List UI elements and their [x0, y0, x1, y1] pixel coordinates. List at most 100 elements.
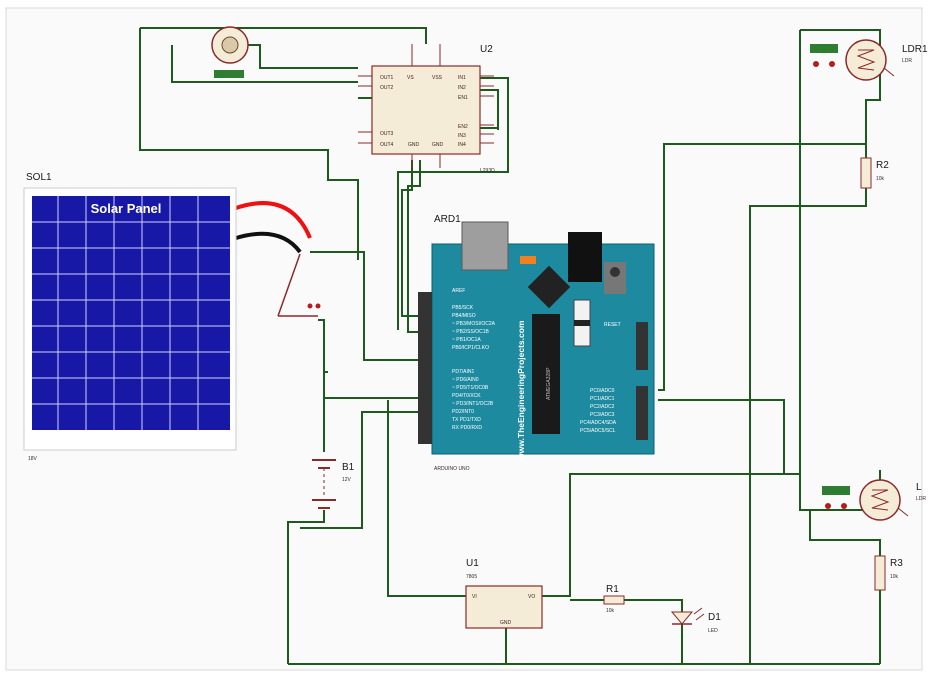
motor-driver-u2[interactable]: U2 L293D OUT1 OUT2 OUT3 OUT4 VS VSS GND … — [358, 44, 495, 174]
pin-aref: AREF — [452, 288, 465, 294]
left-header — [418, 292, 432, 444]
u2-ref: U2 — [480, 44, 493, 55]
resistor-r1[interactable]: R1 10k — [603, 584, 625, 614]
u2-pin-out2: OUT2 — [380, 85, 394, 91]
regulator-u1[interactable]: U1 7805 VI VO GND — [465, 558, 543, 629]
u2-pin-vss: VSS — [432, 75, 443, 81]
r3-ref: R3 — [890, 558, 903, 569]
regulator-pin-vo: VO — [528, 594, 535, 600]
battery-ref: B1 — [342, 462, 355, 473]
u2-pin-gnd-b: GND — [432, 142, 444, 148]
atmega-label: ATMEGA328P — [546, 367, 552, 400]
solar-grid — [32, 196, 230, 430]
solar-ref: SOL1 — [26, 172, 52, 183]
usb-connector — [461, 221, 509, 271]
pin-pb3: ~ PB3/MOSI/OC2A — [452, 321, 496, 327]
ldr2-zigzag — [870, 489, 890, 511]
led-ray-a — [693, 607, 703, 615]
ldr2-probe-dot-b — [841, 503, 847, 509]
motor-probe — [214, 70, 244, 78]
pin-pc4: PC4/ADC4/SDA — [580, 420, 617, 426]
r1-ref: R1 — [606, 584, 619, 595]
ldr2-ref: L — [916, 482, 922, 493]
ldr1-probe — [810, 44, 838, 53]
dc-motor[interactable] — [211, 26, 249, 78]
pin-pb2: ~ PB2/SS/OC1B — [452, 329, 489, 335]
ldr2-probe — [822, 486, 850, 495]
r3-body — [874, 555, 886, 591]
u2-pin-out1: OUT1 — [380, 75, 394, 81]
regulator-part: 7805 — [466, 574, 477, 580]
ldr2[interactable]: L LDR — [822, 479, 926, 521]
pin-pd1: TX PD1/TXD — [452, 417, 481, 423]
r1-value: 10k — [606, 608, 615, 614]
ldr1-probe-dot-b — [829, 61, 835, 67]
solar-panel[interactable]: SOL1 Solar Panel www.TheEngineeringProje… — [23, 172, 237, 462]
arduino-brand-text: www.TheEngineeringProjects.com — [516, 320, 526, 461]
ldr2-body — [859, 479, 901, 521]
pin-pc2: PC2/ADC2 — [590, 404, 615, 410]
switch-dot-b — [315, 303, 321, 309]
solar-value: 18V — [28, 456, 38, 462]
led-d1[interactable]: D1 LED — [670, 607, 721, 634]
resistor-r3[interactable]: R3 10k — [874, 555, 903, 591]
pin-pb4: PB4/MISO — [452, 313, 476, 319]
pin-pc1: PC1/ADC1 — [590, 396, 615, 402]
r2-ref: R2 — [876, 160, 889, 171]
ldr1-ray — [883, 67, 895, 77]
regulator-ref: U1 — [466, 558, 479, 569]
resistor-r2[interactable]: R2 10k — [860, 157, 889, 189]
r3-value: 10k — [890, 574, 899, 580]
arduino-ard1[interactable]: ARD1 ATMEGA328P www.TheEngineeringProjec… — [418, 214, 655, 472]
right-header-analog — [636, 386, 648, 440]
fuse — [520, 256, 536, 264]
ldr1[interactable]: LDR1 LDR — [810, 39, 928, 81]
u2-pin-in3: IN3 — [458, 133, 466, 139]
u2-pin-vs: VS — [407, 75, 414, 81]
battery-value: 12V — [342, 477, 352, 483]
u2-pin-out3: OUT3 — [380, 131, 394, 137]
pin-pd0: RX PD0/RXD — [452, 425, 482, 431]
battery-b1[interactable]: B1 12V — [312, 459, 355, 509]
atmega-chip — [532, 314, 560, 434]
toggle-switch[interactable] — [277, 253, 321, 317]
reset-button[interactable] — [610, 267, 620, 277]
pin-pb5: PB5/SCK — [452, 305, 474, 311]
pin-pd4: PD4/T0/XCK — [452, 393, 481, 399]
pin-pd7: PD7/AIN1 — [452, 369, 474, 375]
solar-footer: www.TheEngineeringProjects.com — [48, 434, 213, 445]
wires — [139, 27, 881, 665]
u2-pin-out4: OUT4 — [380, 142, 394, 148]
solar-cells — [32, 196, 230, 430]
ldr1-ref: LDR1 — [902, 44, 928, 55]
u2-pin-en1: EN1 — [458, 95, 468, 101]
led-part: LED — [708, 628, 718, 634]
u2-pin-en2: EN2 — [458, 124, 468, 130]
right-header-power — [636, 322, 648, 370]
regulator-body — [465, 585, 543, 629]
ldr2-probe-dot-a — [825, 503, 831, 509]
ldr2-ray — [897, 507, 909, 517]
u2-pin-gnd-a: GND — [408, 142, 420, 148]
pin-pd3: ~ PD3/INT1/OC2B — [452, 401, 494, 407]
switch-dot-a — [307, 303, 313, 309]
ldr1-zigzag — [856, 49, 876, 71]
pin-pd5: ~ PD5/T1/OC0B — [452, 385, 489, 391]
u2-part: L293D — [480, 168, 495, 174]
pin-pc3: PC3/ADC3 — [590, 412, 615, 418]
led-triangle — [670, 611, 694, 625]
u2-pin-in4: IN4 — [458, 142, 466, 148]
led-ray-b — [695, 613, 705, 621]
crystal-band — [574, 320, 590, 326]
u2-body — [371, 65, 481, 155]
pin-pd6: ~ PD6/AIN0 — [452, 377, 479, 383]
u2-pin-in2: IN2 — [458, 85, 466, 91]
ldr1-body — [845, 39, 887, 81]
regulator-onboard — [604, 262, 626, 294]
reset-label: RESET — [604, 322, 621, 328]
arduino-ref: ARD1 — [434, 214, 461, 225]
ldr2-part: LDR — [916, 496, 926, 502]
regulator-pin-gnd: GND — [500, 620, 512, 626]
